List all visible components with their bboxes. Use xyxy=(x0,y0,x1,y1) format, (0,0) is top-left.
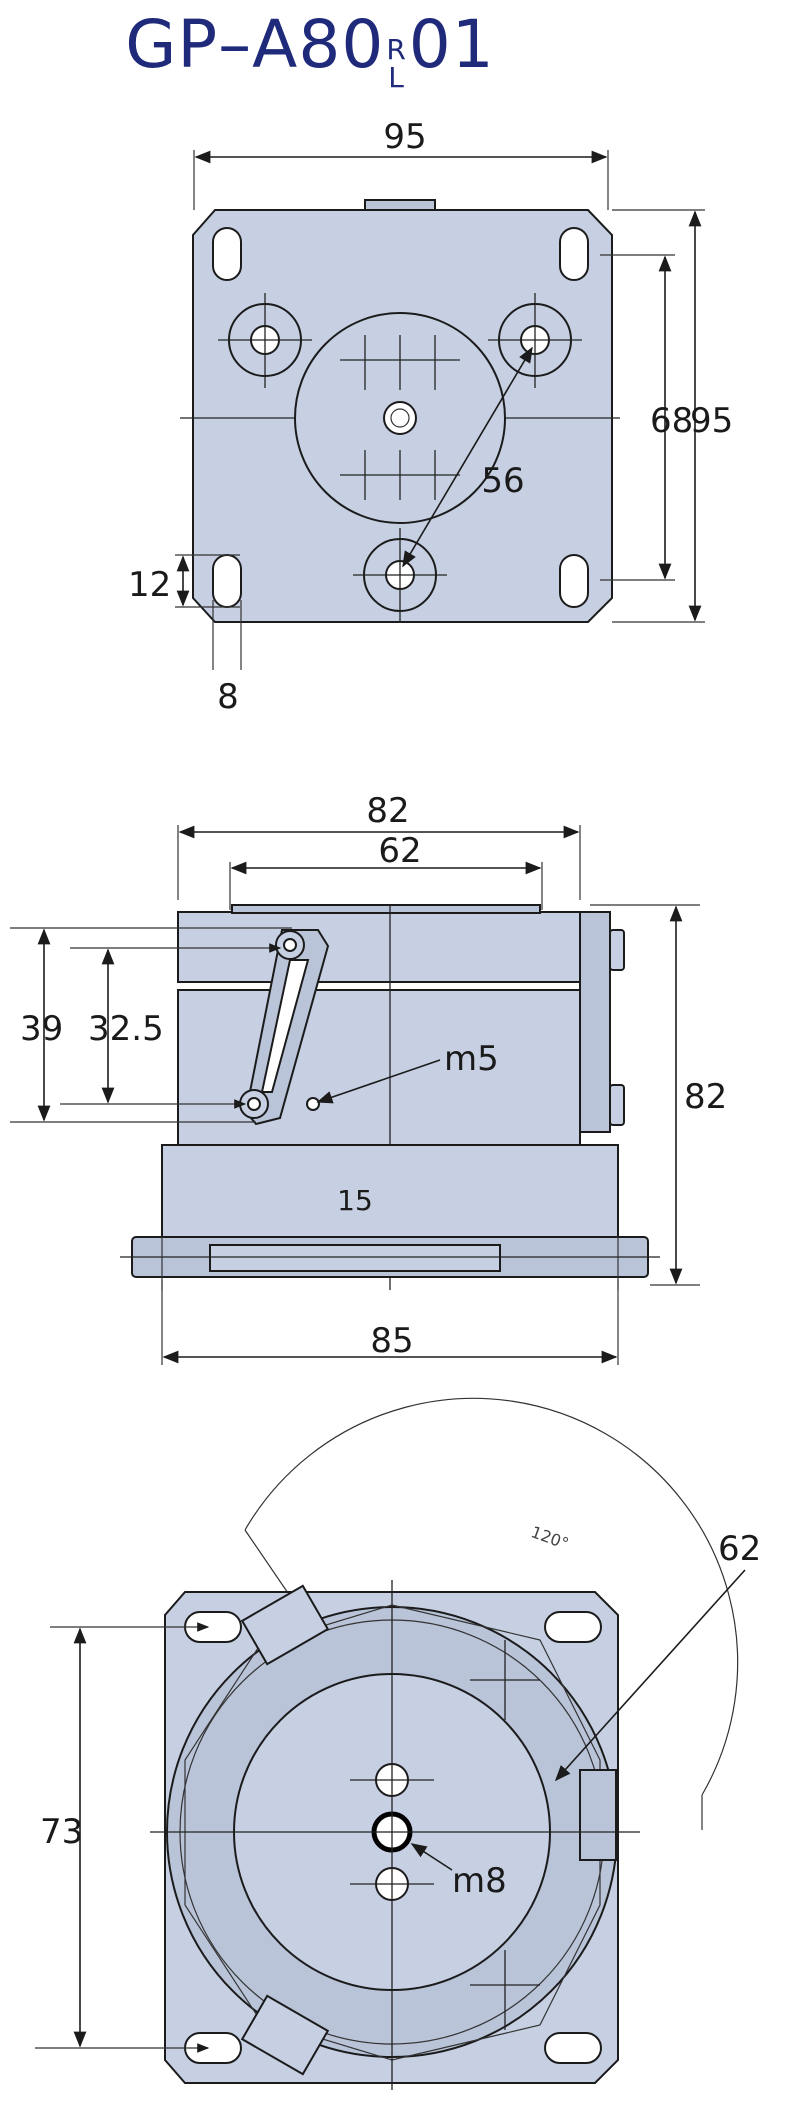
title-main-right: 01 xyxy=(408,6,495,83)
slot-length-label: 12 xyxy=(128,565,171,605)
slot-bottom-left xyxy=(212,554,242,608)
side-base-label: 15 xyxy=(337,1184,373,1217)
title-main-left: GP–A80 xyxy=(125,6,385,83)
bolt-spacing-label: 68 xyxy=(650,401,693,441)
tap-m5-label: m5 xyxy=(444,1039,499,1079)
slot-top-right xyxy=(559,227,589,281)
tap-m8-leader xyxy=(410,1843,453,1871)
bottom-dia-label: 62 xyxy=(718,1529,761,1569)
side-top-width-label: 62 xyxy=(378,831,421,871)
angle-label: 120° xyxy=(529,1522,572,1553)
side-base-width-label: 85 xyxy=(370,1321,413,1361)
side-clamp-body xyxy=(579,911,611,1133)
top-width-label: 95 xyxy=(383,117,426,157)
top-center-hole xyxy=(383,401,417,435)
tap-hole-m5 xyxy=(306,1097,320,1111)
circle-dia-dim-line xyxy=(402,346,533,568)
tap-m8-label: m8 xyxy=(452,1861,507,1901)
title-variant-bottom: L xyxy=(388,61,405,94)
slot-width-label: 8 xyxy=(217,677,239,717)
side-view: 82 62 m5 15 xyxy=(10,791,727,1365)
slot-bottom-right xyxy=(559,554,589,608)
angle-arc xyxy=(244,1397,739,1796)
bottom-view: 120° 62 m8 xyxy=(35,1397,761,2090)
cbore-left xyxy=(218,293,312,388)
tap-m5-leader xyxy=(316,1059,441,1104)
title-variant-top: R xyxy=(386,33,407,66)
bottom-clamp-right xyxy=(579,1769,617,1861)
bottom-slot-top-right xyxy=(544,1611,602,1643)
side-upper-block xyxy=(177,911,581,983)
slot-top-left xyxy=(212,227,242,281)
bottom-slot-bottom-right xyxy=(544,2032,602,2064)
side-base-block xyxy=(161,1144,619,1238)
side-flange-recess xyxy=(209,1244,501,1272)
bottom-clamp-bottom xyxy=(240,1994,330,2076)
side-h1-label: 39 xyxy=(20,1009,63,1049)
side-bolt-lower xyxy=(609,1084,625,1126)
bottom-dia-leader xyxy=(554,1569,746,1782)
side-middle-block xyxy=(177,989,581,1146)
circle-dia-label: 56 xyxy=(481,461,524,501)
top-view: 95 xyxy=(128,117,733,717)
side-bolt-upper xyxy=(609,929,625,971)
side-overall-label: 82 xyxy=(366,791,409,831)
side-top-plate xyxy=(231,904,541,914)
bottom-span-label: 73 xyxy=(40,1812,83,1852)
side-height-label: 82 xyxy=(684,1077,727,1117)
top-height-label: 95 xyxy=(690,401,733,441)
side-h2-label: 32.5 xyxy=(88,1009,164,1049)
bottom-clamp-top xyxy=(240,1584,330,1666)
